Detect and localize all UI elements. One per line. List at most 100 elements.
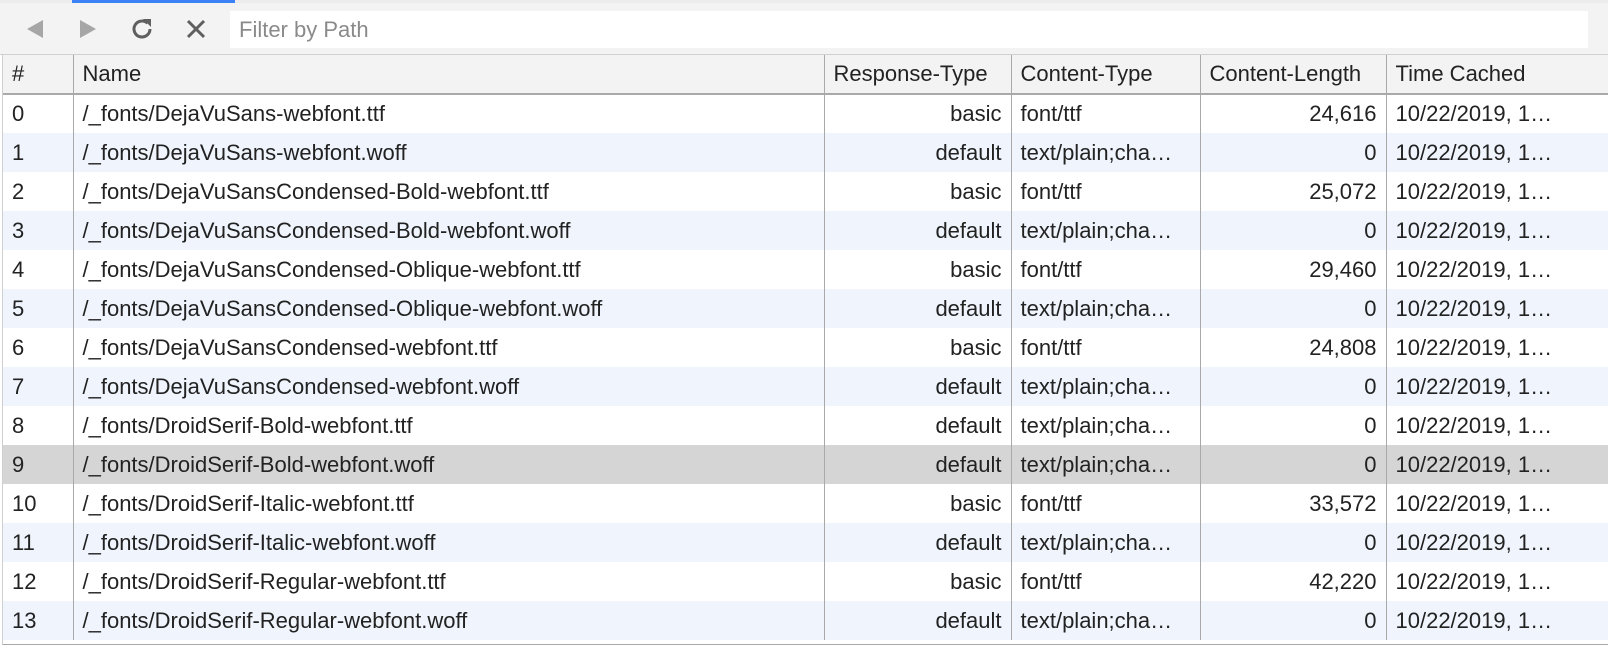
- cell-content-length: 0: [1200, 523, 1387, 562]
- cell-name: /_fonts/DejaVuSansCondensed-Bold-webfont…: [73, 211, 825, 250]
- back-triangle-icon: [27, 20, 43, 38]
- cell-response-type: default: [824, 523, 1012, 562]
- cell-response-type: basic: [824, 562, 1012, 601]
- cell-time-cached: 10/22/2019, 1…: [1386, 601, 1608, 640]
- cell-content-type: text/plain;cha…: [1011, 601, 1201, 640]
- clear-button[interactable]: [178, 12, 214, 46]
- filter-by-path-input[interactable]: [230, 11, 1588, 48]
- cell-response-type: default: [824, 289, 1012, 328]
- refresh-button[interactable]: [124, 12, 160, 46]
- cell-content-type: font/ttf: [1011, 484, 1201, 523]
- table-row[interactable]: 3/_fonts/DejaVuSansCondensed-Bold-webfon…: [3, 211, 1608, 250]
- clear-x-icon: [186, 19, 206, 39]
- cell-response-type: basic: [824, 250, 1012, 289]
- cell-time-cached: 10/22/2019, 1…: [1386, 484, 1608, 523]
- cell-name: /_fonts/DejaVuSans-webfont.ttf: [73, 94, 825, 133]
- table-row[interactable]: 13/_fonts/DroidSerif-Regular-webfont.wof…: [3, 601, 1608, 640]
- cell-time-cached: 10/22/2019, 1…: [1386, 445, 1608, 484]
- cell-time-cached: 10/22/2019, 1…: [1386, 94, 1608, 133]
- column-header-index[interactable]: #: [3, 55, 74, 95]
- cell-content-type: font/ttf: [1011, 328, 1201, 367]
- cell-content-type: text/plain;cha…: [1011, 289, 1201, 328]
- cell-index: 7: [3, 367, 74, 406]
- cell-name: /_fonts/DejaVuSansCondensed-webfont.ttf: [73, 328, 825, 367]
- cell-time-cached: 10/22/2019, 1…: [1386, 367, 1608, 406]
- cell-response-type: default: [824, 367, 1012, 406]
- cell-content-length: 24,616: [1200, 94, 1387, 133]
- cell-index: 4: [3, 250, 74, 289]
- cell-name: /_fonts/DroidSerif-Italic-webfont.ttf: [73, 484, 825, 523]
- cell-response-type: default: [824, 211, 1012, 250]
- cell-name: /_fonts/DejaVuSansCondensed-webfont.woff: [73, 367, 825, 406]
- cell-content-length: 42,220: [1200, 562, 1387, 601]
- cell-response-type: default: [824, 601, 1012, 640]
- table-row[interactable]: 5/_fonts/DejaVuSansCondensed-Oblique-web…: [3, 289, 1608, 328]
- cell-content-type: font/ttf: [1011, 562, 1201, 601]
- cell-content-type: text/plain;cha…: [1011, 211, 1201, 250]
- cell-time-cached: 10/22/2019, 1…: [1386, 289, 1608, 328]
- cell-index: 11: [3, 523, 74, 562]
- cell-name: /_fonts/DejaVuSansCondensed-Oblique-webf…: [73, 250, 825, 289]
- cell-content-length: 25,072: [1200, 172, 1387, 211]
- forward-button[interactable]: [70, 12, 106, 46]
- cell-index: 1: [3, 133, 74, 172]
- cell-content-length: 0: [1200, 601, 1387, 640]
- table-row[interactable]: 7/_fonts/DejaVuSansCondensed-webfont.wof…: [3, 367, 1608, 406]
- cell-content-length: 0: [1200, 406, 1387, 445]
- column-header-name[interactable]: Name: [73, 55, 825, 95]
- cell-content-length: 33,572: [1200, 484, 1387, 523]
- cell-time-cached: 10/22/2019, 1…: [1386, 523, 1608, 562]
- cell-content-length: 0: [1200, 133, 1387, 172]
- column-header-content-type[interactable]: Content-Type: [1011, 55, 1201, 95]
- cell-content-type: font/ttf: [1011, 94, 1201, 133]
- cell-response-type: basic: [824, 484, 1012, 523]
- cell-name: /_fonts/DroidSerif-Italic-webfont.woff: [73, 523, 825, 562]
- cell-name: /_fonts/DejaVuSansCondensed-Bold-webfont…: [73, 172, 825, 211]
- forward-triangle-icon: [80, 20, 96, 38]
- cell-index: 10: [3, 484, 74, 523]
- table-row[interactable]: 12/_fonts/DroidSerif-Regular-webfont.ttf…: [3, 562, 1608, 601]
- table-row[interactable]: 11/_fonts/DroidSerif-Italic-webfont.woff…: [3, 523, 1608, 562]
- top-strip: [0, 0, 1608, 3]
- cell-content-type: text/plain;cha…: [1011, 133, 1201, 172]
- cell-content-type: text/plain;cha…: [1011, 367, 1201, 406]
- cell-content-type: font/ttf: [1011, 250, 1201, 289]
- table-header-row: # Name Response-Type Content-Type Conten…: [3, 55, 1608, 95]
- column-header-content-length[interactable]: Content-Length: [1200, 55, 1387, 95]
- table-row[interactable]: 6/_fonts/DejaVuSansCondensed-webfont.ttf…: [3, 328, 1608, 367]
- table-row[interactable]: 2/_fonts/DejaVuSansCondensed-Bold-webfon…: [3, 172, 1608, 211]
- cell-response-type: basic: [824, 328, 1012, 367]
- cell-response-type: default: [824, 133, 1012, 172]
- table-row[interactable]: 4/_fonts/DejaVuSansCondensed-Oblique-web…: [3, 250, 1608, 289]
- cell-index: 13: [3, 601, 74, 640]
- cache-entries-grid: # Name Response-Type Content-Type Conten…: [2, 55, 1608, 645]
- cell-name: /_fonts/DroidSerif-Regular-webfont.woff: [73, 601, 825, 640]
- column-header-time-cached[interactable]: Time Cached: [1386, 55, 1608, 95]
- column-header-response-type[interactable]: Response-Type: [824, 55, 1012, 95]
- cell-time-cached: 10/22/2019, 1…: [1386, 133, 1608, 172]
- cell-time-cached: 10/22/2019, 1…: [1386, 406, 1608, 445]
- cell-index: 3: [3, 211, 74, 250]
- cell-content-type: text/plain;cha…: [1011, 523, 1201, 562]
- cell-content-length: 0: [1200, 289, 1387, 328]
- back-button[interactable]: [17, 12, 53, 46]
- cell-index: 5: [3, 289, 74, 328]
- active-tab-indicator: [72, 0, 235, 3]
- cell-name: /_fonts/DroidSerif-Bold-webfont.ttf: [73, 406, 825, 445]
- cell-time-cached: 10/22/2019, 1…: [1386, 172, 1608, 211]
- cell-content-length: 0: [1200, 367, 1387, 406]
- cell-content-length: 0: [1200, 445, 1387, 484]
- cell-content-type: text/plain;cha…: [1011, 445, 1201, 484]
- cell-name: /_fonts/DejaVuSansCondensed-Oblique-webf…: [73, 289, 825, 328]
- cell-name: /_fonts/DroidSerif-Regular-webfont.ttf: [73, 562, 825, 601]
- cell-name: /_fonts/DroidSerif-Bold-webfont.woff: [73, 445, 825, 484]
- cell-content-length: 0: [1200, 211, 1387, 250]
- cell-response-type: basic: [824, 94, 1012, 133]
- cell-response-type: default: [824, 406, 1012, 445]
- cache-toolbar: [0, 3, 1608, 55]
